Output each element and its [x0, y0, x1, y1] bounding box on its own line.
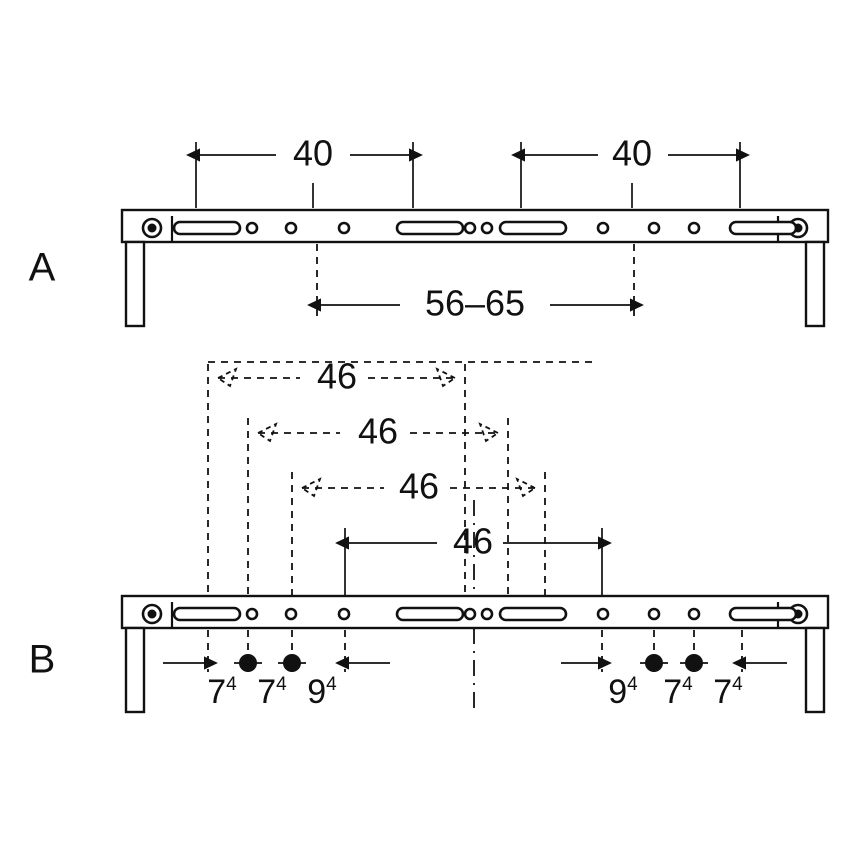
- hole-label-r3-sup: 4: [732, 674, 743, 695]
- leg-right: [804, 240, 826, 328]
- hole-label-l2-sup: 4: [276, 674, 287, 695]
- rail-hole: [337, 221, 351, 235]
- view-label-b: B: [29, 638, 56, 682]
- dimension-a-left-40: 40: [186, 133, 423, 208]
- rail-slot: [395, 606, 465, 622]
- rail-slot: [395, 220, 465, 236]
- hole-spacing-arrows-right: [561, 654, 787, 672]
- rail-hole: [687, 221, 701, 235]
- hole-label-r1: 94: [608, 673, 638, 711]
- rail-hole-center: [480, 221, 494, 235]
- hole-center-dot: [645, 654, 663, 672]
- dim-value-46-2: 46: [358, 411, 398, 452]
- hole-label-l3-sup: 4: [326, 674, 337, 695]
- view-a-group: A 40 40: [29, 133, 830, 328]
- dim-value-46-1: 46: [317, 356, 357, 397]
- leg-left: [124, 240, 146, 328]
- dim-value-46-3: 46: [399, 466, 439, 507]
- rail-hole: [245, 607, 259, 621]
- dim-value-46-4: 46: [453, 521, 493, 562]
- rail-hole: [337, 607, 351, 621]
- leg-left: [124, 626, 146, 714]
- rail-slot: [172, 606, 242, 622]
- hole-label-l1: 74: [207, 673, 237, 711]
- rail-hole-center: [463, 221, 477, 235]
- dimension-b-46-1: 46: [216, 356, 457, 397]
- view-label-a: A: [29, 246, 56, 290]
- hole-label-r3-base: 7: [713, 673, 732, 711]
- dim-value-40-right: 40: [612, 133, 652, 174]
- hole-label-r2-sup: 4: [682, 674, 693, 695]
- hole-labels-left: 74 74 94: [207, 673, 337, 711]
- rail-hole: [596, 221, 610, 235]
- rail-hole: [647, 607, 661, 621]
- dim-value-56-65: 56–65: [425, 283, 525, 324]
- rail-assembly-a: [120, 208, 830, 328]
- hole-label-l1-base: 7: [207, 673, 226, 711]
- arrow-open-left: [256, 422, 278, 443]
- rail-slot: [498, 606, 568, 622]
- rail-hole: [596, 607, 610, 621]
- arrow-open-left: [300, 477, 322, 498]
- pivot-boss-left-inner: [147, 609, 157, 619]
- view-b-group: B 46 46: [29, 356, 830, 714]
- hole-label-r1-sup: 4: [627, 674, 638, 695]
- hole-label-l3-base: 9: [307, 673, 326, 711]
- arrow-open-left: [216, 367, 238, 388]
- hole-spacing-arrows-left: [163, 654, 390, 672]
- arrow-open-right: [478, 422, 500, 443]
- rail-slot: [172, 220, 242, 236]
- leg-right: [804, 626, 826, 714]
- dimension-b-46-3: 46: [300, 466, 537, 507]
- hole-label-r2-base: 7: [663, 673, 682, 711]
- dimension-a-right-40: 40: [511, 133, 750, 208]
- dimension-b-46-2: 46: [256, 411, 500, 452]
- hole-center-dot: [283, 654, 301, 672]
- hole-labels-right: 94 74 74: [608, 673, 743, 711]
- rail-hole-center: [463, 607, 477, 621]
- rail-hole-center: [480, 607, 494, 621]
- hole-label-l2-base: 7: [257, 673, 276, 711]
- hole-center-dot: [685, 654, 703, 672]
- rail-hole: [284, 607, 298, 621]
- dimension-b-46-4: 46: [335, 521, 612, 562]
- pivot-boss-left-inner: [147, 223, 157, 233]
- hole-label-l1-sup: 4: [226, 674, 237, 695]
- hole-center-dot: [239, 654, 257, 672]
- rail-hole: [284, 221, 298, 235]
- rail-hole: [245, 221, 259, 235]
- rail-hole: [647, 221, 661, 235]
- hole-label-r3: 74: [713, 673, 743, 711]
- rail-slot: [498, 220, 568, 236]
- dimension-a-56-65: 56–65: [307, 244, 644, 324]
- dim-value-40-left: 40: [293, 133, 333, 174]
- rail-hole: [687, 607, 701, 621]
- rail-assembly-b: [120, 594, 830, 714]
- hole-label-r1-base: 9: [608, 673, 627, 711]
- rail-slot: [728, 220, 798, 236]
- hole-label-l2: 74: [257, 673, 287, 711]
- hole-label-l3: 94: [307, 673, 337, 711]
- hole-label-r2: 74: [663, 673, 693, 711]
- rail-slot: [728, 606, 798, 622]
